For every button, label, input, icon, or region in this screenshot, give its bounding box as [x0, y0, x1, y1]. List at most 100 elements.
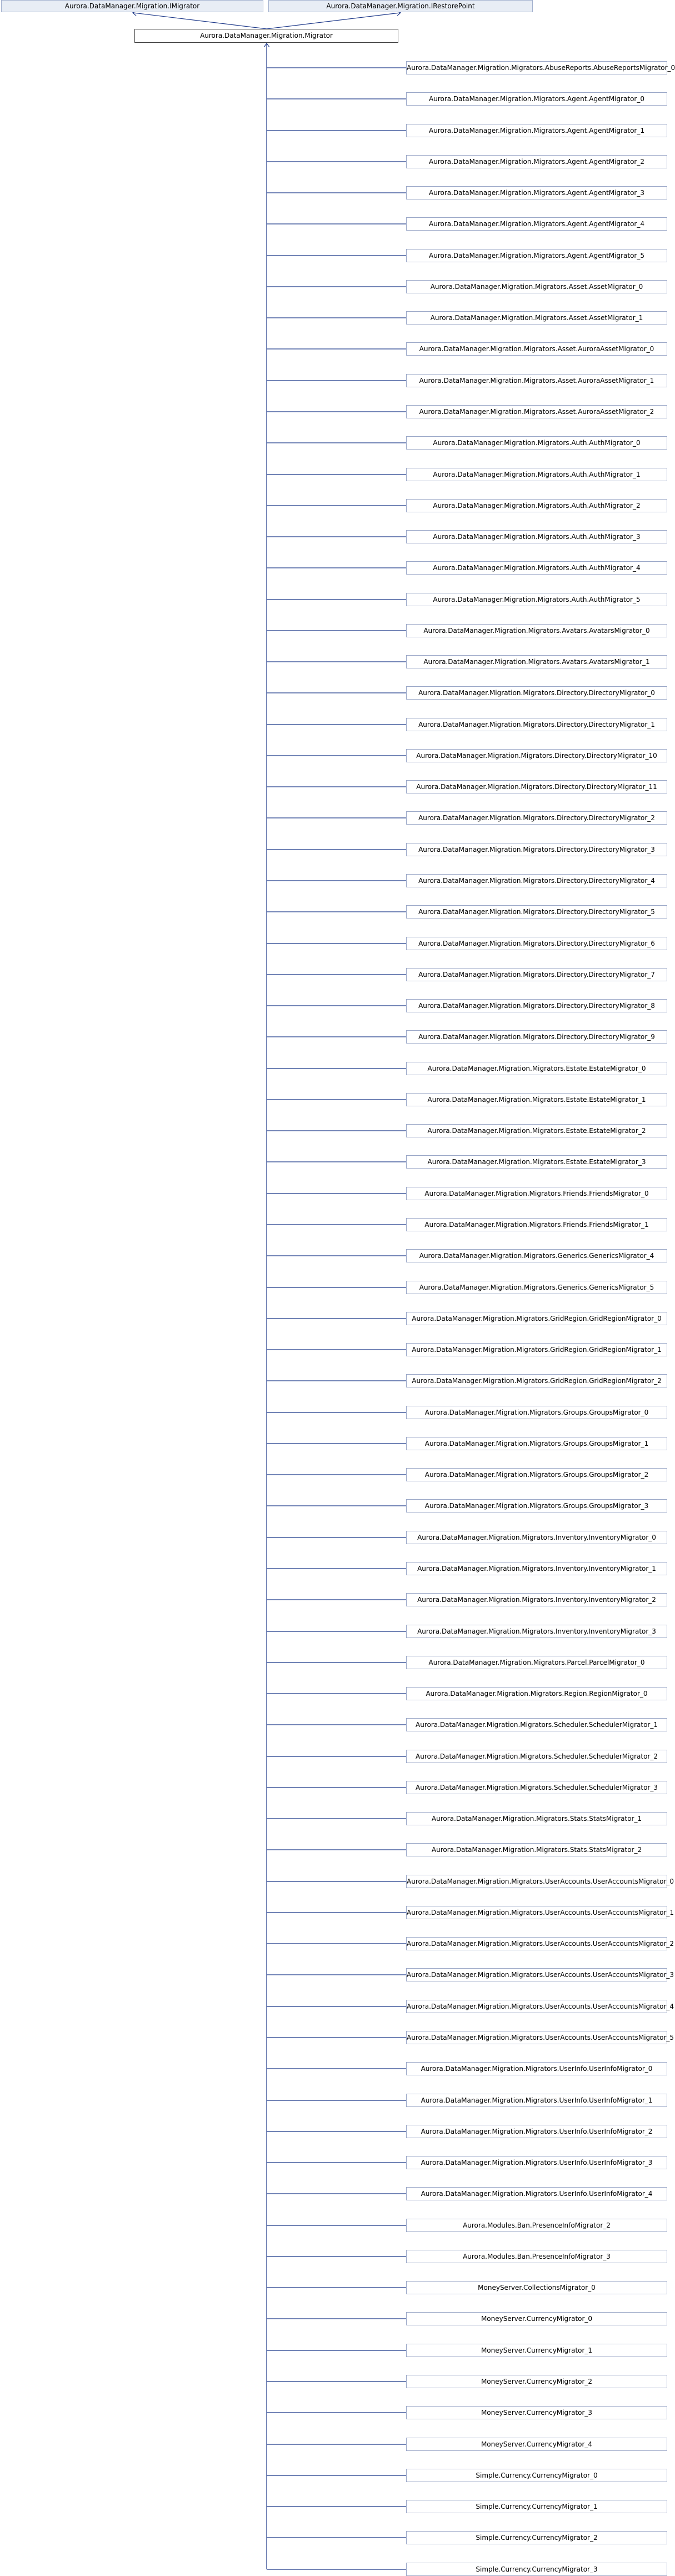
derived-class-label: Aurora.DataManager.Migration.Migrators.P…	[428, 1659, 645, 1666]
derived-class-node[interactable]: Aurora.DataManager.Migration.Migrators.D…	[406, 968, 667, 981]
derived-class-node[interactable]: Aurora.DataManager.Migration.Migrators.I…	[406, 1562, 667, 1575]
derived-class-label: Aurora.DataManager.Migration.Migrators.D…	[418, 721, 655, 728]
derived-class-label: Aurora.DataManager.Migration.Migrators.A…	[433, 502, 641, 510]
derived-class-node[interactable]: Aurora.DataManager.Migration.Migrators.A…	[406, 186, 667, 199]
derived-class-node[interactable]: Aurora.DataManager.Migration.Migrators.E…	[406, 1155, 667, 1169]
derived-class-node[interactable]: Aurora.DataManager.Migration.Migrators.D…	[406, 843, 667, 856]
derived-class-node[interactable]: MoneyServer.CurrencyMigrator_2	[406, 2375, 667, 2388]
derived-class-node[interactable]: Aurora.DataManager.Migration.Migrators.G…	[406, 1468, 667, 1481]
derived-class-node[interactable]: Aurora.DataManager.Migration.Migrators.A…	[406, 593, 667, 606]
derived-class-node[interactable]: Aurora.DataManager.Migration.Migrators.U…	[406, 2187, 667, 2200]
derived-class-node[interactable]: Aurora.DataManager.Migration.Migrators.A…	[406, 530, 667, 543]
derived-class-node[interactable]: Aurora.DataManager.Migration.Migrators.U…	[406, 2000, 674, 2013]
derived-class-node[interactable]: Aurora.DataManager.Migration.Migrators.A…	[406, 655, 667, 668]
derived-class-node[interactable]: Aurora.DataManager.Migration.Migrators.S…	[406, 1843, 667, 1856]
derived-class-node[interactable]: Aurora.DataManager.Migration.Migrators.D…	[406, 718, 667, 731]
derived-class-label: Aurora.DataManager.Migration.Migrators.D…	[416, 783, 657, 791]
derived-class-node[interactable]: Aurora.DataManager.Migration.Migrators.U…	[406, 2094, 667, 2107]
derived-class-node[interactable]: Simple.Currency.CurrencyMigrator_2	[406, 2531, 667, 2544]
derived-class-label: Aurora.DataManager.Migration.Migrators.R…	[426, 1690, 648, 1698]
derived-class-node[interactable]: Aurora.DataManager.Migration.Migrators.I…	[406, 1531, 667, 1544]
derived-class-node[interactable]: Aurora.DataManager.Migration.Migrators.A…	[406, 280, 667, 293]
derived-class-node[interactable]: Aurora.DataManager.Migration.Migrators.P…	[406, 1656, 667, 1669]
main-class-migrator[interactable]: Aurora.DataManager.Migration.Migrator	[134, 29, 398, 43]
derived-class-label: Aurora.DataManager.Migration.Migrators.G…	[424, 1409, 649, 1416]
derived-class-node[interactable]: Aurora.DataManager.Migration.Migrators.R…	[406, 1687, 667, 1700]
derived-class-node[interactable]: Aurora.DataManager.Migration.Migrators.A…	[406, 155, 667, 168]
derived-class-node[interactable]: Aurora.DataManager.Migration.Migrators.A…	[406, 124, 667, 137]
derived-class-node[interactable]: Aurora.DataManager.Migration.Migrators.U…	[406, 2156, 667, 2169]
derived-class-node[interactable]: Aurora.DataManager.Migration.Migrators.E…	[406, 1093, 667, 1106]
derived-class-label: Aurora.Modules.Ban.PresenceInfoMigrator_…	[463, 2253, 611, 2260]
derived-class-node[interactable]: Aurora.DataManager.Migration.Migrators.D…	[406, 1030, 667, 1044]
derived-class-node[interactable]: Aurora.DataManager.Migration.Migrators.U…	[406, 1875, 674, 1888]
derived-class-node[interactable]: Aurora.DataManager.Migration.Migrators.U…	[406, 1937, 674, 1950]
derived-class-node[interactable]: Aurora.DataManager.Migration.Migrators.A…	[406, 342, 667, 356]
derived-class-node[interactable]: Aurora.DataManager.Migration.Migrators.D…	[406, 874, 667, 887]
derived-class-node[interactable]: MoneyServer.CurrencyMigrator_4	[406, 2438, 667, 2451]
derived-class-node[interactable]: Aurora.DataManager.Migration.Migrators.F…	[406, 1187, 667, 1200]
derived-class-node[interactable]: Aurora.DataManager.Migration.Migrators.D…	[406, 937, 667, 950]
derived-class-node[interactable]: Aurora.DataManager.Migration.Migrators.A…	[406, 624, 667, 637]
derived-class-node[interactable]: Aurora.DataManager.Migration.Migrators.S…	[406, 1781, 667, 1794]
derived-class-node[interactable]: Aurora.DataManager.Migration.Migrators.D…	[406, 811, 667, 825]
derived-class-node[interactable]: Aurora.DataManager.Migration.Migrators.A…	[406, 61, 675, 74]
base-class-irestorepoint[interactable]: Aurora.DataManager.Migration.IRestorePoi…	[268, 0, 533, 12]
derived-class-node[interactable]: Aurora.Modules.Ban.PresenceInfoMigrator_…	[406, 2219, 667, 2232]
derived-class-node[interactable]: Aurora.DataManager.Migration.Migrators.A…	[406, 499, 667, 512]
derived-class-node[interactable]: Aurora.DataManager.Migration.Migrators.E…	[406, 1062, 667, 1075]
derived-class-node[interactable]: Aurora.DataManager.Migration.Migrators.S…	[406, 1812, 667, 1825]
derived-class-node[interactable]: MoneyServer.CurrencyMigrator_3	[406, 2406, 667, 2419]
derived-class-node[interactable]: Aurora.DataManager.Migration.Migrators.S…	[406, 1718, 667, 1731]
derived-class-label: MoneyServer.CurrencyMigrator_3	[481, 2409, 593, 2417]
derived-class-label: Aurora.DataManager.Migration.Migrators.A…	[433, 596, 641, 603]
derived-class-node[interactable]: Aurora.DataManager.Migration.Migrators.G…	[406, 1437, 667, 1450]
derived-class-node[interactable]: Aurora.DataManager.Migration.Migrators.E…	[406, 1124, 667, 1137]
derived-class-node[interactable]: Aurora.DataManager.Migration.Migrators.A…	[406, 92, 667, 106]
derived-class-node[interactable]: Simple.Currency.CurrencyMigrator_0	[406, 2469, 667, 2482]
derived-class-node[interactable]: Aurora.DataManager.Migration.Migrators.U…	[406, 2031, 674, 2044]
base-class-imigrator[interactable]: Aurora.DataManager.Migration.IMigrator	[1, 0, 263, 12]
derived-class-node[interactable]: Aurora.DataManager.Migration.Migrators.U…	[406, 2062, 667, 2075]
derived-class-node[interactable]: Aurora.DataManager.Migration.Migrators.U…	[406, 2125, 667, 2138]
derived-class-node[interactable]: Aurora.DataManager.Migration.Migrators.F…	[406, 1218, 667, 1231]
derived-class-label: Simple.Currency.CurrencyMigrator_2	[476, 2534, 598, 2542]
derived-class-node[interactable]: Aurora.DataManager.Migration.Migrators.D…	[406, 905, 667, 918]
derived-class-node[interactable]: Aurora.DataManager.Migration.Migrators.I…	[406, 1593, 667, 1606]
derived-class-node[interactable]: Aurora.DataManager.Migration.Migrators.G…	[406, 1406, 667, 1419]
derived-class-node[interactable]: Aurora.DataManager.Migration.Migrators.A…	[406, 217, 667, 231]
derived-class-node[interactable]: Aurora.DataManager.Migration.Migrators.U…	[406, 1968, 674, 1981]
derived-class-node[interactable]: Aurora.DataManager.Migration.Migrators.G…	[406, 1312, 667, 1325]
derived-class-node[interactable]: Aurora.DataManager.Migration.Migrators.U…	[406, 1906, 674, 1919]
derived-class-node[interactable]: Simple.Currency.CurrencyMigrator_3	[406, 2563, 667, 2576]
derived-class-node[interactable]: Aurora.DataManager.Migration.Migrators.A…	[406, 374, 667, 387]
derived-class-node[interactable]: Aurora.DataManager.Migration.Migrators.A…	[406, 436, 667, 450]
derived-class-node[interactable]: Aurora.DataManager.Migration.Migrators.S…	[406, 1750, 667, 1763]
derived-class-node[interactable]: Simple.Currency.CurrencyMigrator_1	[406, 2500, 667, 2513]
derived-class-node[interactable]: Aurora.DataManager.Migration.Migrators.G…	[406, 1343, 667, 1356]
derived-class-node[interactable]: Aurora.DataManager.Migration.Migrators.D…	[406, 780, 667, 793]
derived-class-node[interactable]: Aurora.DataManager.Migration.Migrators.I…	[406, 1625, 667, 1638]
derived-class-node[interactable]: Aurora.DataManager.Migration.Migrators.G…	[406, 1249, 667, 1262]
derived-class-node[interactable]: Aurora.DataManager.Migration.Migrators.D…	[406, 999, 667, 1012]
derived-class-label: MoneyServer.CurrencyMigrator_2	[481, 2378, 593, 2385]
derived-class-node[interactable]: MoneyServer.CollectionsMigrator_0	[406, 2281, 667, 2294]
derived-class-label: Aurora.DataManager.Migration.Migrators.G…	[412, 1346, 662, 1354]
derived-class-label: Simple.Currency.CurrencyMigrator_0	[476, 2472, 598, 2479]
derived-class-node[interactable]: Aurora.DataManager.Migration.Migrators.G…	[406, 1499, 667, 1512]
derived-class-node[interactable]: Aurora.DataManager.Migration.Migrators.A…	[406, 311, 667, 325]
derived-class-node[interactable]: Aurora.DataManager.Migration.Migrators.A…	[406, 249, 667, 262]
derived-class-label: Aurora.DataManager.Migration.Migrators.A…	[419, 377, 654, 385]
derived-class-node[interactable]: Aurora.DataManager.Migration.Migrators.A…	[406, 468, 667, 481]
derived-class-node[interactable]: Aurora.DataManager.Migration.Migrators.A…	[406, 405, 667, 418]
derived-class-node[interactable]: Aurora.DataManager.Migration.Migrators.G…	[406, 1281, 667, 1294]
derived-class-label: Aurora.DataManager.Migration.Migrators.A…	[429, 252, 644, 259]
derived-class-node[interactable]: Aurora.DataManager.Migration.Migrators.G…	[406, 1374, 667, 1387]
derived-class-node[interactable]: Aurora.Modules.Ban.PresenceInfoMigrator_…	[406, 2250, 667, 2263]
derived-class-node[interactable]: MoneyServer.CurrencyMigrator_1	[406, 2344, 667, 2357]
derived-class-label: Aurora.DataManager.Migration.Migrators.S…	[416, 1784, 658, 1791]
derived-class-node[interactable]: Aurora.DataManager.Migration.Migrators.D…	[406, 749, 667, 762]
derived-class-node[interactable]: Aurora.DataManager.Migration.Migrators.A…	[406, 561, 667, 575]
derived-class-node[interactable]: MoneyServer.CurrencyMigrator_0	[406, 2312, 667, 2325]
derived-class-node[interactable]: Aurora.DataManager.Migration.Migrators.D…	[406, 686, 667, 700]
